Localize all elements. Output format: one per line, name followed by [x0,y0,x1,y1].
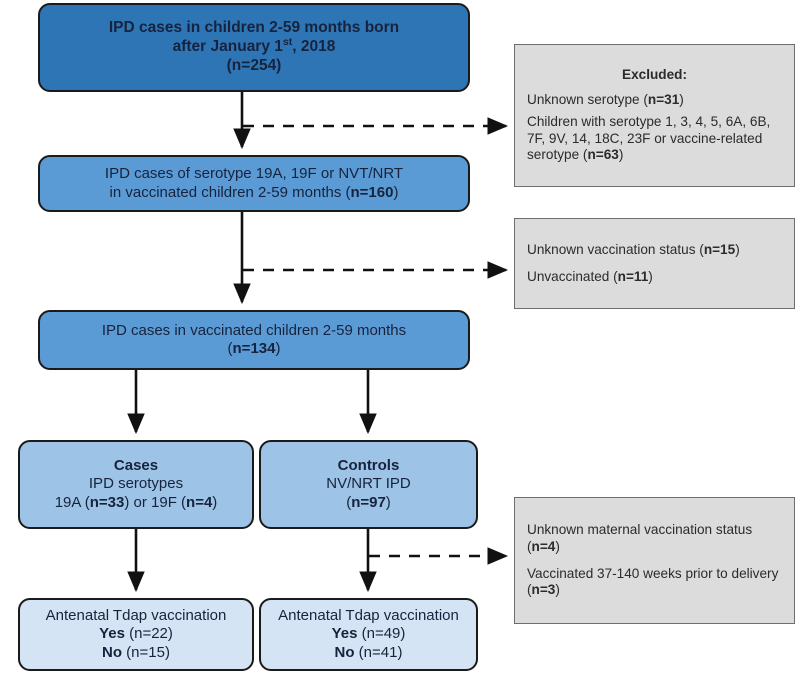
node-serotype-count: n=160 [350,183,394,201]
node-tdap-cases-title: Antenatal Tdap vaccination [45,607,227,625]
node-tdap-cases-no: No (n=15) [102,644,170,662]
node-controls-line3-post: ) [385,493,391,511]
node-serotype-line2-post: ) [393,183,399,201]
node-serotype-line2-pre: in vaccinated children 2-59 months ( [109,183,351,201]
node-serotype-cases: IPD cases of serotype 19A, 19F or NVT/NR… [38,155,470,212]
node-vstatus-item1-count: n=15 [703,241,736,257]
node-tdap-cases-yes-label: Yes [99,625,125,643]
node-maternal-item1-post: ) [555,538,560,554]
node-excluded-vaccination-status: Unknown vaccination status (n=15) Unvacc… [514,218,795,309]
node-vstatus-item-1: Unknown vaccination status (n=15) [527,242,782,259]
node-cases-title: Cases [113,457,159,475]
node-cases-line3-end: ) [212,493,218,511]
node-excluded-item1-pre: Unknown serotype ( [527,91,648,107]
node-cases-19a-count: n=33 [89,493,125,511]
node-controls: Controls NV/NRT IPD (n=97) [259,440,478,529]
node-excluded-item-1: Unknown serotype (n=31) [527,92,782,109]
node-tdap-controls-yes: Yes (n=49) [332,625,406,643]
node-cases-19f-count: n=4 [186,493,213,511]
node-serotype-line1: IPD cases of serotype 19A, 19F or NVT/NR… [104,165,404,183]
node-vaccinated-count: n=134 [232,340,276,357]
node-controls-line2: NV/NRT IPD [326,475,411,493]
node-cases-line3: 19A (n=33) or 19F (n=4) [55,494,218,512]
node-excluded-title: Excluded: [622,67,687,83]
node-controls-title: Controls [337,457,400,475]
node-controls-count: n=97 [351,493,386,511]
node-vaccinated-cases: IPD cases in vaccinated children 2-59 mo… [38,310,470,370]
node-top-count: (n=254) [226,56,282,74]
node-maternal-item2-pre: Vaccinated 37-140 weeks prior to deliver… [527,565,779,598]
node-serotype-line2: in vaccinated children 2-59 months (n=16… [110,184,399,202]
node-cases-19f-label: ) or 19F ( [124,493,187,511]
node-tdap-controls-no-value: (n=41) [354,643,403,661]
node-vstatus-item2-count: n=11 [617,268,649,284]
node-controls-line3-pre: ( [346,493,352,511]
node-top-line1: IPD cases in children 2-59 months born [108,19,400,37]
node-vaccinated-line2-post: ) [275,340,281,357]
node-tdap-controls-no-label: No [334,643,355,661]
node-tdap-cases: Antenatal Tdap vaccination Yes (n=22) No… [18,598,254,671]
node-tdap-controls: Antenatal Tdap vaccination Yes (n=49) No… [259,598,478,671]
node-vstatus-item1-post: ) [735,241,740,257]
node-vstatus-item2-post: ) [648,268,653,284]
node-top-line2-pre: after January 1 [172,38,283,56]
node-excluded-maternal: Unknown maternal vaccination status (n=4… [514,497,795,624]
node-vaccinated-line2: (n=134) [228,340,281,358]
node-cases-19a-label: 19A ( [54,493,90,511]
node-vaccinated-line1: IPD cases in vaccinated children 2-59 mo… [101,321,407,339]
node-tdap-cases-yes-value: (n=22) [124,625,173,643]
node-vstatus-item-2: Unvaccinated (n=11) [527,269,782,286]
node-vstatus-item2-pre: Unvaccinated ( [527,268,618,284]
node-top-line2-post: , 2018 [292,38,336,56]
node-tdap-cases-yes: Yes (n=22) [99,625,173,643]
node-tdap-cases-no-value: (n=15) [122,643,170,661]
node-controls-line3: (n=97) [346,494,391,512]
node-vstatus-item1-pre: Unknown vaccination status ( [527,241,704,257]
node-top-line2: after January 1st, 2018 [172,35,336,57]
node-excluded-item2-post: ) [618,147,624,163]
node-maternal-item-1: Unknown maternal vaccination status (n=4… [527,522,782,555]
node-tdap-controls-yes-value: (n=49) [357,625,406,643]
node-tdap-controls-title: Antenatal Tdap vaccination [278,607,459,625]
node-maternal-item2-count: n=3 [531,582,556,598]
node-vaccinated-line2-pre: ( [227,340,233,357]
ordinal-suffix: st [282,35,293,48]
node-maternal-item-2: Vaccinated 37-140 weeks prior to deliver… [527,566,782,599]
node-excluded: Excluded: Unknown serotype (n=31) Childr… [514,44,795,187]
node-excluded-item-2: Children with serotype 1, 3, 4, 5, 6A, 6… [527,114,782,164]
node-maternal-item2-post: ) [555,582,560,598]
node-excluded-item2-pre: Children with serotype 1, 3, 4, 5, 6A, 6… [527,114,771,163]
node-tdap-cases-no-label: No [102,643,123,661]
node-ipd-cases-total: IPD cases in children 2-59 months born a… [38,3,470,92]
node-cases-line2: IPD serotypes [88,475,184,493]
node-excluded-item1-post: ) [679,91,684,107]
node-excluded-item2-count: n=63 [587,147,619,163]
node-tdap-controls-no: No (n=41) [335,644,403,662]
node-tdap-controls-yes-label: Yes [331,625,358,643]
node-maternal-item1-pre: Unknown maternal vaccination status ( [527,522,753,554]
node-cases: Cases IPD serotypes 19A (n=33) or 19F (n… [18,440,254,529]
node-excluded-item1-count: n=31 [647,91,680,107]
node-maternal-item1-count: n=4 [531,538,556,554]
